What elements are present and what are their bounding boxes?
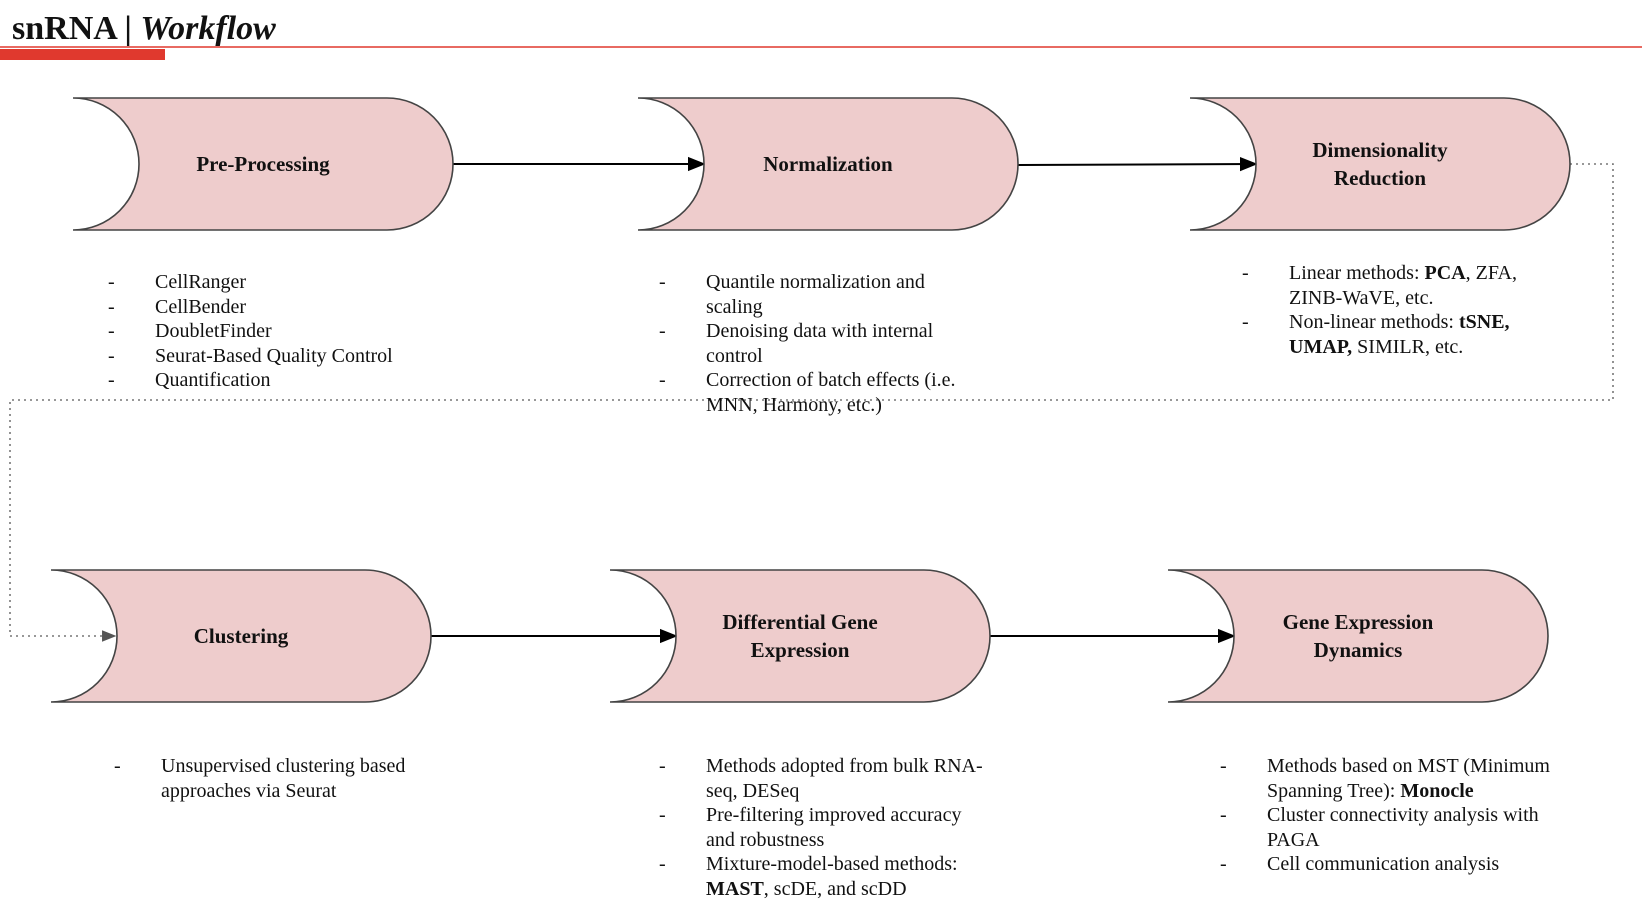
title-italic: Workflow [140,10,276,47]
bullet-item: Cell communication analysis [1220,852,1550,877]
bullet-item: Pre-filtering improved accuracy and robu… [659,803,989,852]
bullet-item: Mixture-model-based methods: MAST, scDE,… [659,852,989,901]
arrow-normalization-to-dimensionality-reduction [1017,156,1258,172]
bullet-list-dimensionality-reduction: Linear methods: PCA, ZFA, ZINB-WaVE, etc… [1242,261,1532,359]
step-shape-clustering [50,569,432,703]
bullet-item: Seurat-Based Quality Control [108,344,528,369]
bullet-list-differential-gene-expression: Methods adopted from bulk RNA-seq, DESeq… [659,754,989,901]
bullet-item: Methods adopted from bulk RNA-seq, DESeq [659,754,989,803]
step-label-pre-processing: Pre-Processing [196,152,330,176]
bullet-item: Quantile normalization and scaling [659,270,969,319]
bullet-item: Unsupervised clustering based approaches… [114,754,444,803]
title-main: snRNA | [12,10,141,47]
bullet-item: Non-linear methods: tSNE, UMAP, SIMILR, … [1242,310,1532,359]
bullet-item: CellBender [108,295,528,320]
step-shape-gene-expression-dynamics [1167,569,1549,703]
header-accent-bar [0,49,165,60]
bullet-item: CellRanger [108,270,528,295]
bullet-list-gene-expression-dynamics: Methods based on MST (Minimum Spanning T… [1220,754,1550,877]
step-shape-dimensionality-reduction [1189,97,1571,231]
bullet-item: Denoising data with internal control [659,319,969,368]
bullet-list-clustering: Unsupervised clustering based approaches… [114,754,444,803]
bullet-item: Linear methods: PCA, ZFA, ZINB-WaVE, etc… [1242,261,1532,310]
bullet-list-normalization: Quantile normalization and scalingDenois… [659,270,969,417]
step-label-clustering: Clustering [193,624,289,648]
bullet-item: Cluster connectivity analysis with PAGA [1220,803,1550,852]
slide-title: snRNA | Workflow [12,4,276,54]
step-label-normalization: Normalization [763,152,893,176]
bullet-item: DoubletFinder [108,319,528,344]
bullet-item: Quantification [108,368,528,393]
bullet-item: Correction of batch effects (i.e. MNN, H… [659,368,969,417]
step-shape-normalization [637,97,1019,231]
bullet-item: Methods based on MST (Minimum Spanning T… [1220,754,1550,803]
bullet-list-pre-processing: CellRangerCellBenderDoubletFinderSeurat-… [108,270,528,393]
step-shape-pre-processing [72,97,454,231]
step-shape-differential-gene-expression [609,569,991,703]
